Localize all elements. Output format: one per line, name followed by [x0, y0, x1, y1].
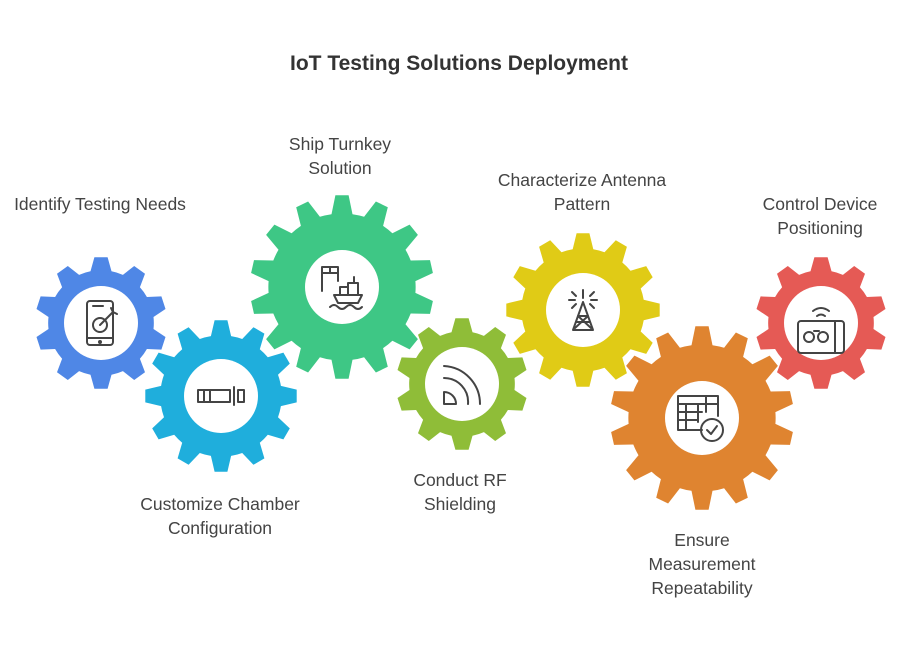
- antenna-tower-icon: [568, 289, 598, 331]
- gear-hub: [546, 273, 620, 347]
- package-ship-icon: [321, 266, 363, 310]
- label-customize-chamber: Customize Chamber Configuration: [140, 494, 300, 538]
- gear-7: [756, 257, 886, 389]
- smartphone-target-icon: [86, 300, 118, 346]
- label-ensure-measurement: Ensure Measurement Repeatability: [648, 530, 756, 598]
- signal-waves-icon: [443, 365, 482, 405]
- table-check-icon: [677, 395, 724, 442]
- label-conduct-rf: Conduct RF Shielding: [413, 470, 507, 514]
- gear-hub: [184, 359, 258, 433]
- gear-4: [397, 318, 527, 450]
- label-ship-turnkey: Ship Turnkey Solution: [288, 134, 392, 178]
- gear-hub: [425, 347, 499, 421]
- gear-hub: [784, 286, 858, 360]
- chamber-slider-icon: [197, 386, 245, 406]
- gear-2: [145, 320, 297, 472]
- label-characterize-antenna: Characterize Antenna Pattern: [497, 170, 667, 214]
- diagram-title: IoT Testing Solutions Deployment: [290, 52, 628, 75]
- gear-3: [251, 195, 433, 379]
- gear-6: [611, 326, 793, 510]
- gear-5: [506, 233, 660, 387]
- remote-device-icon: [797, 307, 845, 354]
- gear-1: [36, 257, 166, 389]
- label-control-device: Control Device Positioning: [762, 194, 878, 238]
- gear-hub: [665, 381, 739, 455]
- label-identify-testing-needs: Identify Testing Needs: [14, 194, 186, 214]
